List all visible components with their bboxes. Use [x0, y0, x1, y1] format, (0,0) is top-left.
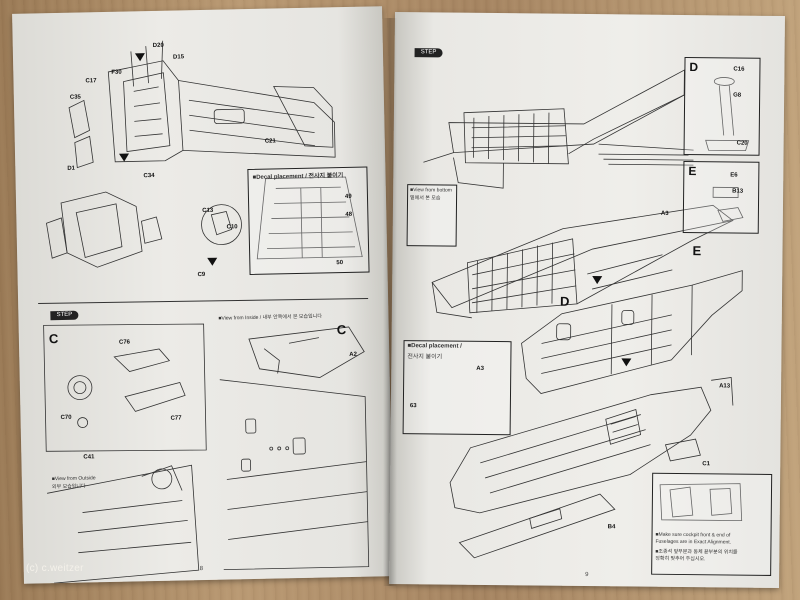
part-label: D20: [152, 42, 164, 49]
part-label: C13: [202, 207, 214, 214]
alignment-note-box: ■Make sure cockpit front & end of Fusela…: [651, 472, 773, 576]
triangle-marker: [592, 276, 603, 285]
step-badge: STEP: [414, 48, 443, 58]
decal-placement-box-left: ■Decal placement / 전사지 붙이기 49 48 50: [247, 166, 370, 276]
decal-box-title-kr: 전사지 붙이기: [407, 354, 443, 361]
view-bottom-note: ■View from bottom: [410, 187, 453, 194]
part-label: B4: [607, 524, 616, 531]
part-label: D1: [67, 165, 76, 172]
page-number: 8: [199, 566, 204, 573]
view-bottom-note-kr: 밑에서 본 모습: [410, 195, 441, 202]
part-label: C34: [143, 172, 155, 180]
detail-box-e-label: E: [688, 164, 697, 179]
section-c-label-2: C: [336, 322, 347, 338]
part-label: F30: [111, 69, 122, 76]
alignment-note-en-2: Fuselages are in Exact Alignment.: [655, 538, 732, 546]
decal-callout-49: 49: [344, 193, 352, 201]
part-label: G8: [733, 92, 742, 99]
view-bottom-box: ■View from bottom 밑에서 본 모습: [406, 184, 458, 247]
part-label: C77: [170, 415, 182, 422]
alignment-note-en-1: ■Make sure cockpit front & end of: [655, 531, 731, 539]
decal-placement-box-right: ■Decal placement / 전사지 붙이기 A3 63: [402, 340, 512, 436]
section-c-label: C: [48, 331, 59, 347]
decal-callout-63: 63: [409, 403, 417, 410]
part-label: C70: [60, 414, 72, 422]
copyright-watermark: (c) c.weitzer: [26, 563, 84, 574]
decal-callout-48: 48: [345, 211, 353, 219]
part-label: C41: [83, 454, 95, 461]
part-label: C10: [226, 224, 238, 231]
decal-callout-50: 50: [336, 260, 344, 267]
part-label: A3: [476, 365, 484, 372]
alignment-note-kr-2: 정확히 맞추어 주십시오.: [655, 555, 706, 563]
view-outside-note-kr: 외부 모습입니다: [51, 483, 86, 491]
triangle-marker: [207, 257, 218, 266]
triangle-marker: [134, 53, 146, 62]
part-label: C1: [702, 461, 710, 468]
detail-box-e: E E6 B13: [682, 161, 760, 234]
triangle-marker: [621, 358, 632, 367]
part-label: C35: [69, 94, 81, 101]
part-label: D15: [172, 54, 185, 61]
instruction-page-right: STEP D C16 C20 G8 E E6 B13 ■View from bo…: [389, 11, 785, 589]
decal-box-title: ■Decal placement / 전사지 붙이기: [252, 173, 344, 181]
part-label: C9: [197, 271, 206, 279]
part-label: C20: [736, 140, 748, 147]
part-label: A13: [719, 383, 731, 390]
part-label: B13: [732, 188, 744, 195]
part-label: E6: [730, 172, 738, 179]
detail-box-d-label: D: [689, 60, 699, 75]
section-e-label: E: [692, 243, 702, 259]
booklet-spine-shadow: [383, 18, 397, 586]
decal-box-title: ■Decal placement /: [407, 343, 462, 350]
part-label: C76: [118, 339, 131, 346]
part-label: C17: [85, 78, 97, 85]
section-d-label: D: [559, 293, 570, 309]
triangle-marker: [119, 153, 130, 162]
left-page-drawings: [38, 40, 370, 584]
part-label: A2: [349, 351, 358, 358]
page-number: 9: [585, 571, 589, 579]
detail-box-d: D C16 C20 G8: [683, 57, 761, 156]
part-label: C21: [264, 138, 276, 145]
part-label: C16: [733, 66, 745, 73]
instruction-page-left: STEP ■Decal placement / 전사지 붙이기 49 48 50…: [12, 6, 394, 584]
view-outside-note: ■View from Outside: [51, 475, 96, 483]
part-label: A3: [660, 210, 669, 217]
step-badge: STEP: [50, 310, 79, 321]
right-page-drawings: [423, 69, 750, 559]
